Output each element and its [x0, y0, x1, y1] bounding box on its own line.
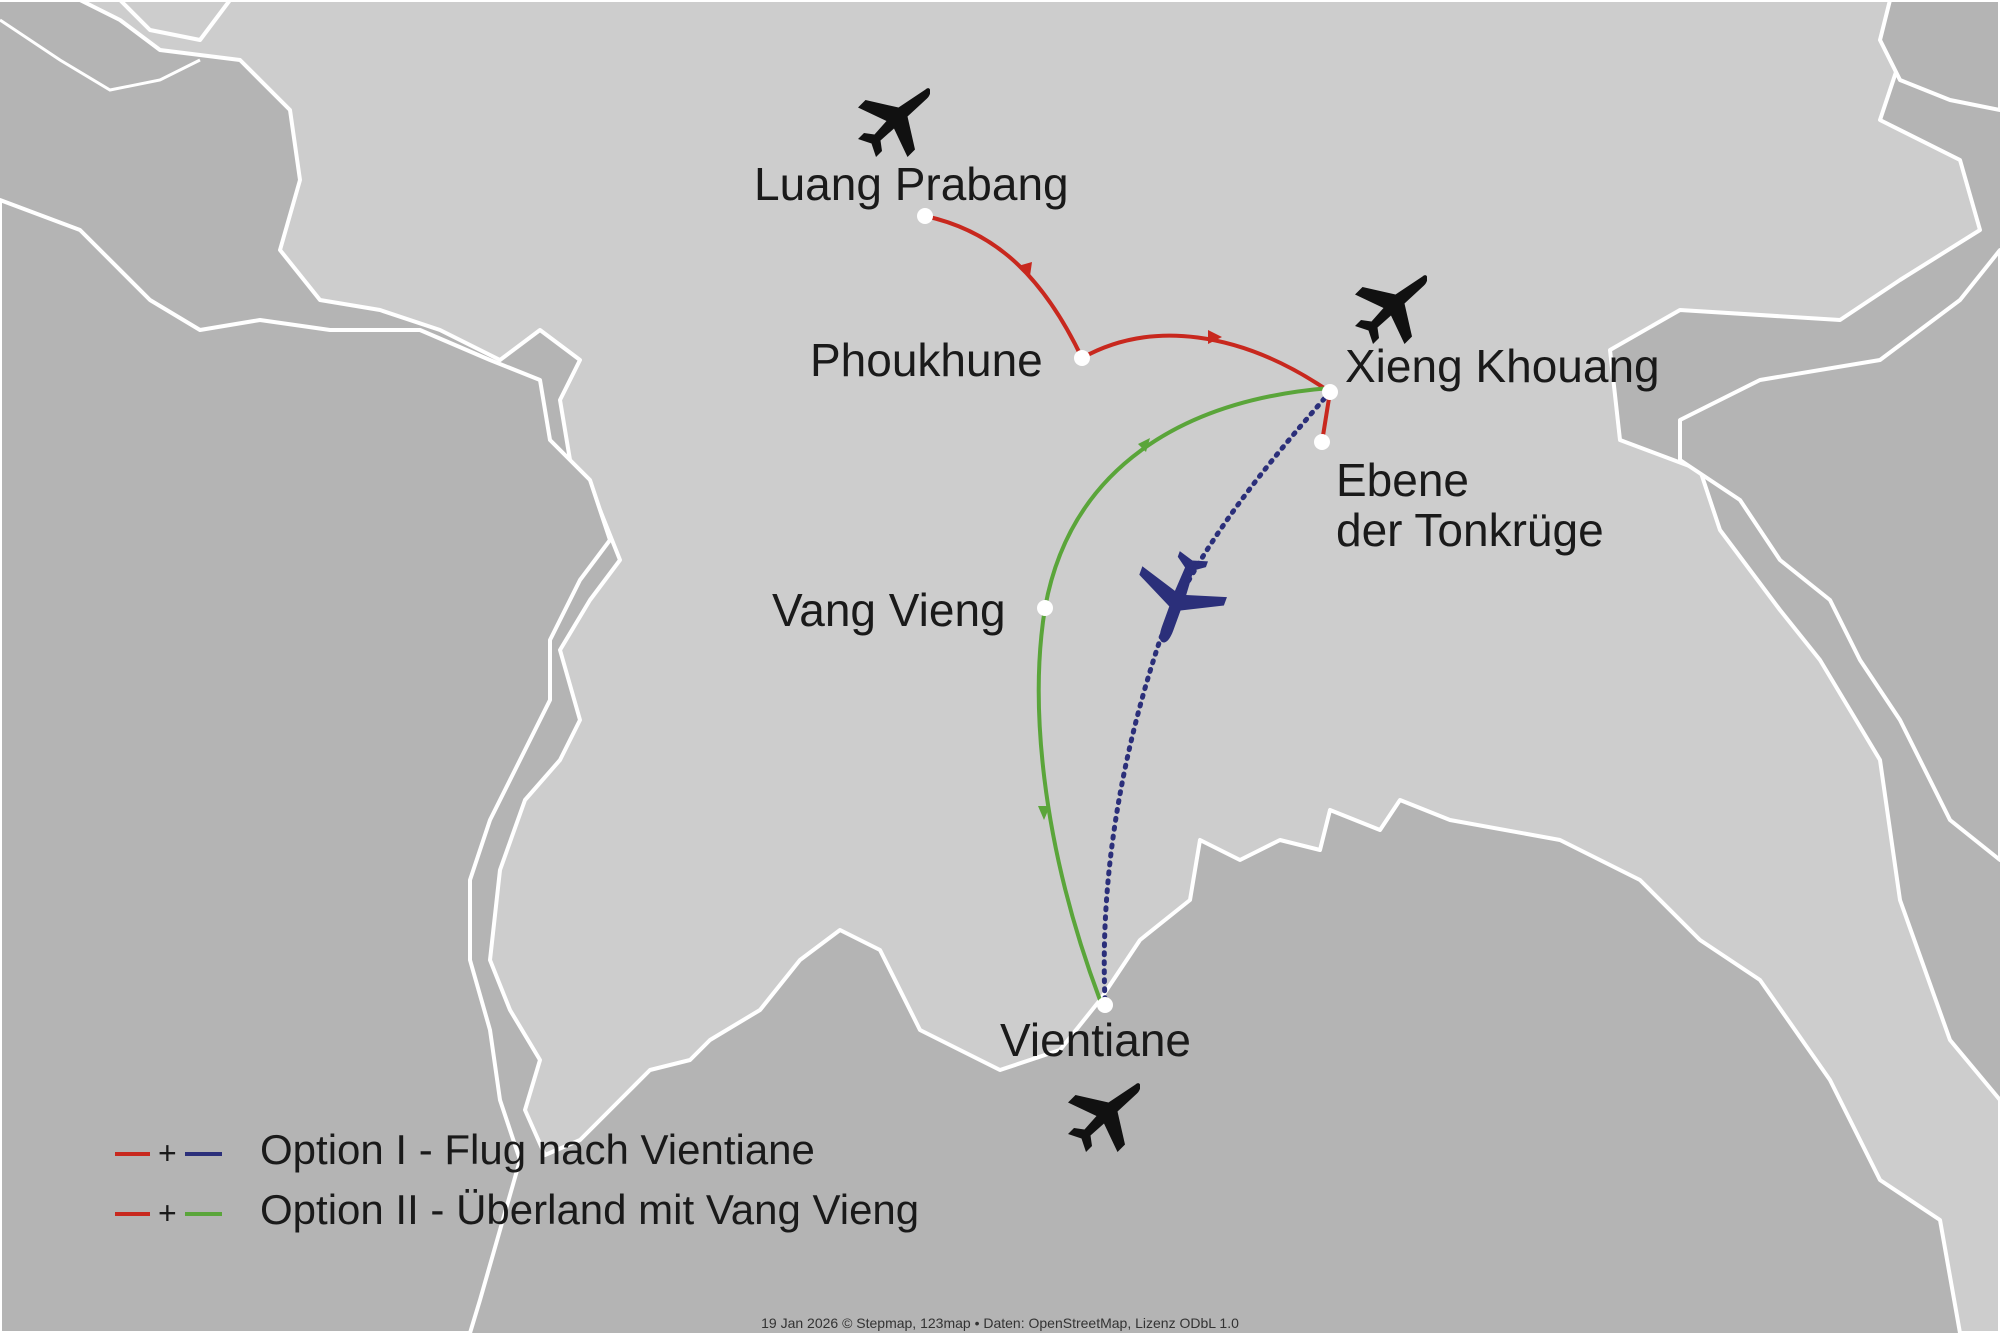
route-arrow [1208, 330, 1222, 344]
vietnam-north-land [1878, 0, 2000, 112]
city-dot-vientiane [1097, 997, 1113, 1013]
city-label-xieng-khouang: Xieng Khouang [1345, 340, 1660, 392]
china-land [0, 0, 232, 42]
legend-plus: + [158, 1135, 177, 1171]
route-red [1081, 333, 1332, 394]
city-dot-vang-vieng [1037, 600, 1053, 616]
city-label-phoukhune: Phoukhune [810, 334, 1043, 386]
city-label-vang-vieng: Vang Vieng [772, 584, 1006, 636]
thailand-west-land [0, 198, 612, 1333]
vietnam-land [1678, 248, 2000, 862]
legend-plus: + [158, 1195, 177, 1231]
route-red [924, 214, 1084, 359]
airplane-icon [1139, 551, 1227, 643]
route-arrow [1138, 438, 1150, 452]
city-label-luang-prabang: Luang Prabang [754, 158, 1069, 210]
city-dot-xieng-khouang [1322, 384, 1338, 400]
city-label-ebene: Ebene [1336, 454, 1469, 506]
route-blue-flight [1101, 389, 1333, 1003]
legend-label-option1: Option I - Flug nach Vientiane [260, 1126, 815, 1173]
attribution: 19 Jan 2026 © Stepmap, 123map • Daten: O… [761, 1315, 1239, 1331]
route-arrow [1186, 558, 1196, 572]
route-arrow [1018, 262, 1032, 276]
city-label-vientiane: Vientiane [1000, 1014, 1191, 1066]
city-dot-phoukhune [1074, 350, 1090, 366]
legend: + Option I - Flug nach Vientiane + Optio… [115, 1126, 919, 1233]
city-label-ebene-line2: der Tonkrüge [1336, 504, 1604, 556]
legend-label-option2: Option II - Überland mit Vang Vieng [260, 1186, 919, 1233]
route-arrow [1038, 806, 1050, 820]
city-dot-luang-prabang [917, 208, 933, 224]
border-line [0, 18, 201, 92]
route-red [1320, 391, 1332, 443]
city-dot-ebene [1314, 434, 1330, 450]
